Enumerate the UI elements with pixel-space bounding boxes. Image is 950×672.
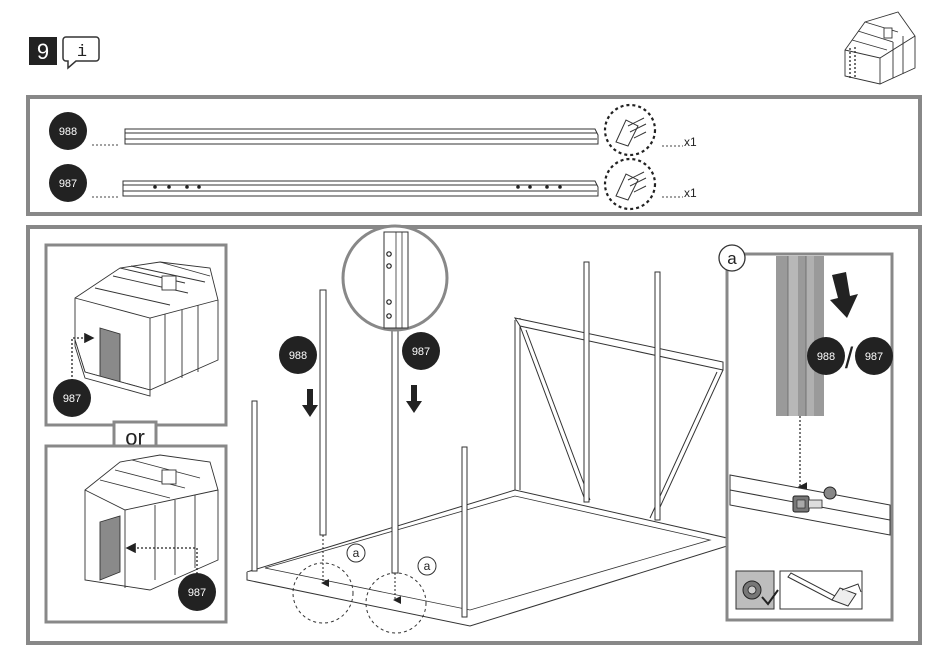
svg-text:i: i: [77, 43, 87, 62]
part-quantity: x1: [684, 186, 697, 200]
profile-end-detail-icon: [605, 159, 655, 209]
part-quantity: x1: [684, 135, 697, 149]
svg-text:a: a: [424, 559, 431, 573]
option-b-panel: 987: [46, 446, 226, 622]
part-id: 988: [817, 351, 835, 363]
post-zoom-detail: [343, 226, 447, 330]
profile-end-detail-icon: [605, 105, 655, 155]
part-id: 987: [63, 393, 81, 405]
profile-bar-with-holes: [123, 181, 598, 196]
detail-marker-a: a: [347, 544, 365, 562]
part-id: 988: [289, 350, 307, 362]
detail-marker: a: [727, 249, 737, 268]
part-id: 987: [59, 178, 77, 190]
detail-marker-a: a: [418, 557, 436, 575]
option-a-panel: 987: [46, 245, 226, 425]
gray-profile-illustration: [776, 256, 824, 416]
part-id: 988: [59, 126, 77, 138]
tool-inset: [736, 571, 862, 609]
detail-a-panel: a 988 / 987: [719, 245, 893, 620]
greenhouse-overview-icon: [845, 12, 915, 84]
profile-bar: [125, 129, 598, 144]
part-id: 987: [865, 351, 883, 363]
step-header: 9 i: [29, 37, 99, 68]
part-id: 987: [188, 587, 206, 599]
part-id: 987: [412, 346, 430, 358]
slash-separator: /: [845, 342, 854, 375]
svg-text:a: a: [353, 546, 360, 560]
info-bubble-icon: i: [63, 37, 99, 68]
step-number: 9: [37, 39, 49, 64]
parts-label-group: 988 / 987: [807, 337, 893, 375]
